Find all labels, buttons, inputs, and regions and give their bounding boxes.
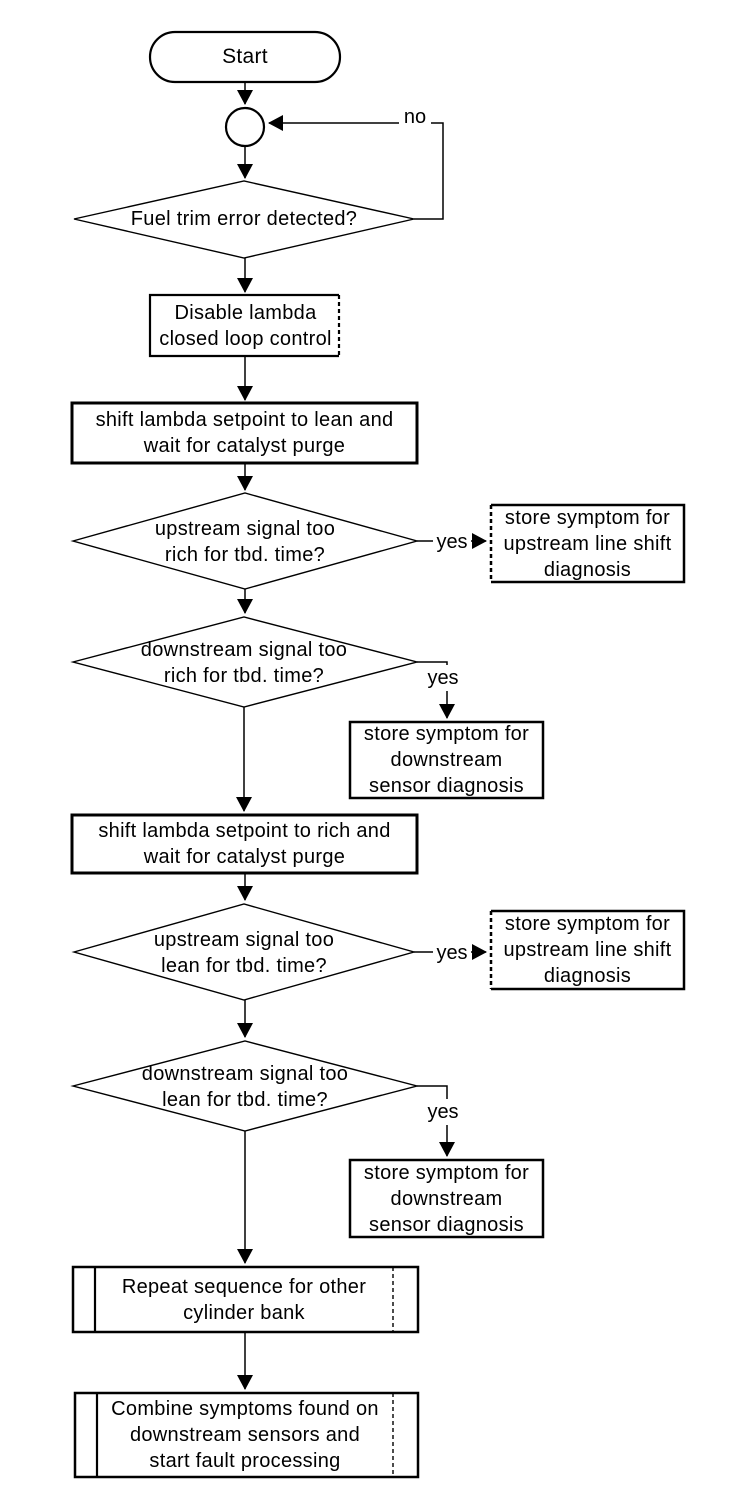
store-upstream-1-label: store symptom for upstream line shift di…	[503, 506, 672, 581]
downstream-lean-decision-label: downstream signal too lean for tbd. time…	[141, 1063, 349, 1111]
shift-lean-label: shift lambda setpoint to lean and wait f…	[95, 409, 394, 457]
disable-lambda-label: Disable lambda closed loop control	[159, 301, 332, 350]
repeat-sequence-box	[71, 1265, 420, 1334]
edge-label-yes-upstream-rich: yes	[433, 529, 471, 555]
edge-label-yes-downstream-lean: yes	[424, 1099, 462, 1125]
downstream-rich-decision-label: downstream signal too rich for tbd. time…	[140, 639, 348, 687]
upstream-lean-decision-label: upstream signal too lean for tbd. time?	[153, 929, 335, 977]
store-downstream-2-box	[348, 1158, 545, 1239]
edge-yes-downstream-rich	[417, 661, 455, 719]
edge-label-no: no	[399, 104, 431, 130]
upstream-lean-decision-shape	[71, 903, 417, 1001]
shift-rich-box	[70, 813, 419, 875]
disable-lambda-box	[148, 293, 339, 358]
loop-connector-shape	[224, 106, 266, 148]
shift-lean-box	[70, 401, 419, 465]
store-downstream-2-label: store symptom for downstream sensor diag…	[363, 1161, 530, 1236]
fuel-trim-decision-label: Fuel trim error detected?	[130, 208, 358, 230]
combine-symptoms-label: Combine symptoms found on downstream sen…	[111, 1398, 379, 1472]
combine-symptoms-box	[73, 1391, 420, 1479]
shift-rich-label: shift lambda setpoint to rich and wait f…	[98, 820, 391, 868]
downstream-lean-decision-shape	[70, 1040, 420, 1132]
upstream-rich-decision-label: upstream signal too rich for tbd. time?	[154, 518, 336, 566]
upstream-rich-decision-shape	[70, 492, 420, 590]
store-downstream-1-box	[348, 720, 545, 800]
store-upstream-1-box	[491, 503, 686, 584]
start-terminator-shape	[148, 30, 342, 84]
fuel-trim-decision-shape	[73, 180, 415, 259]
store-upstream-2-label: store symptom for upstream line shift di…	[503, 913, 672, 987]
edge-yes-downstream-lean	[417, 1085, 455, 1157]
edge-no-loopback	[268, 115, 444, 220]
store-upstream-2-box	[491, 909, 686, 991]
repeat-sequence-label: Repeat sequence for other cylinder bank	[121, 1275, 367, 1324]
edge-label-yes-downstream-rich: yes	[424, 665, 462, 691]
edge-label-yes-upstream-lean: yes	[433, 940, 471, 966]
downstream-rich-decision-shape	[70, 616, 420, 708]
store-downstream-1-label: store symptom for downstream sensor diag…	[363, 723, 530, 797]
start-label: Start	[222, 45, 268, 69]
